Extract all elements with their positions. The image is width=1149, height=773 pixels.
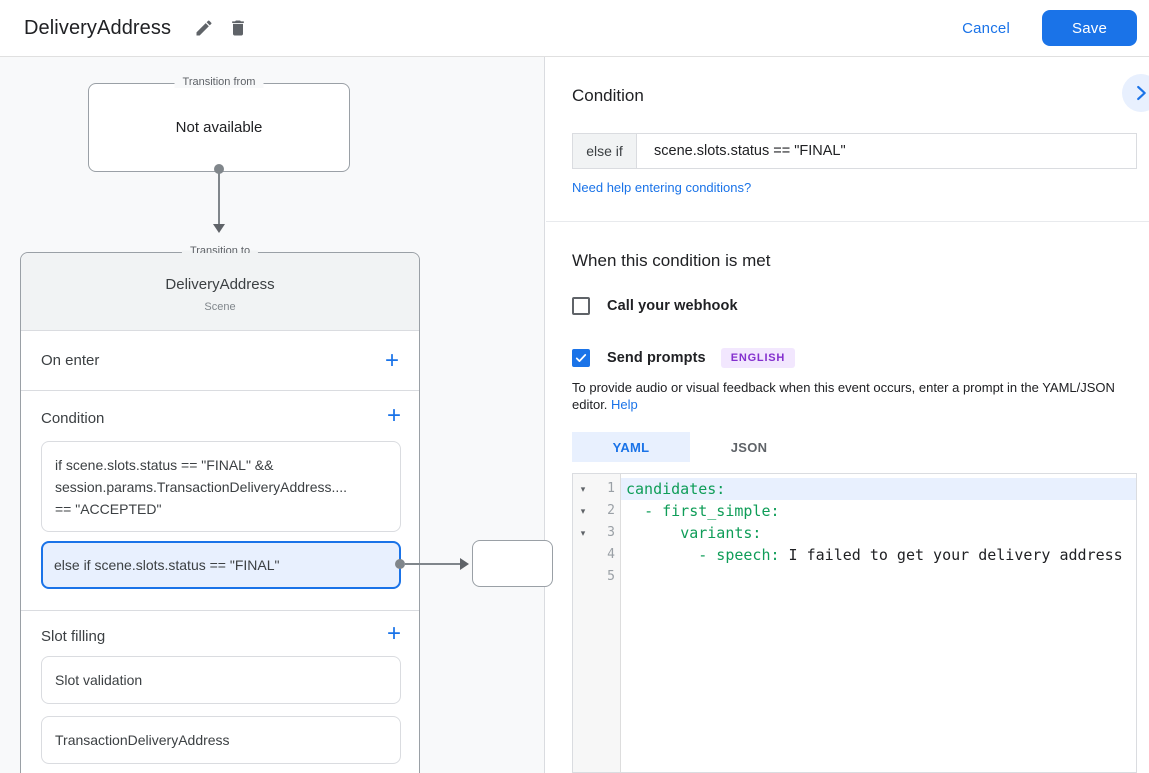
connector-line [405, 563, 461, 565]
code-editor[interactable]: 1 candidates: 2 - first_simple: 3 varian… [572, 473, 1137, 773]
fold-toggle-icon[interactable] [573, 478, 593, 500]
condition-item-selected[interactable]: else if scene.slots.status == "FINAL" [41, 541, 401, 589]
delete-scene-button[interactable] [221, 11, 255, 45]
arrow-right-icon [460, 558, 469, 570]
flow-canvas: Transition from Not available Transition… [0, 57, 545, 773]
scene-card-title: DeliveryAddress [165, 276, 275, 293]
transition-from-legend: Transition from [174, 76, 264, 88]
condition-input[interactable]: scene.slots.status == "FINAL" [654, 143, 846, 159]
code-text[interactable]: - speech: I failed to get your delivery … [621, 544, 1136, 566]
conditions-help-link[interactable]: Need help entering conditions? [572, 180, 752, 195]
fold-toggle-icon [573, 566, 593, 588]
send-prompts-checkbox[interactable] [572, 349, 590, 367]
add-slot-button[interactable]: + [383, 622, 405, 646]
header-bar: DeliveryAddress Cancel Save [0, 0, 1149, 57]
tab-yaml[interactable]: YAML [572, 432, 690, 462]
condition-inspector-panel: Condition else if scene.slots.status == … [546, 57, 1149, 773]
on-enter-row: On enter + [21, 331, 419, 391]
scene-card-subtitle: Scene [204, 301, 236, 313]
send-prompts-row: Send prompts ENGLISH [572, 348, 796, 368]
yaml-indent [626, 502, 644, 520]
section-divider [21, 610, 419, 611]
fold-toggle-icon [573, 544, 593, 566]
panel-divider [546, 221, 1149, 222]
add-on-enter-button[interactable]: + [381, 348, 403, 372]
scene-card-header: DeliveryAddress Scene [21, 253, 419, 331]
send-prompts-label: Send prompts [607, 350, 706, 366]
condition-line: if scene.slots.status == "FINAL" && [55, 457, 274, 473]
edit-scene-button[interactable] [187, 11, 221, 45]
transition-from-text: Not available [175, 119, 263, 136]
line-number: 5 [607, 569, 615, 584]
header-actions: Cancel Save [940, 10, 1137, 46]
code-line: 5 [573, 566, 1136, 588]
code-line: 4 - speech: I failed to get your deliver… [573, 544, 1136, 566]
editor-body: Transition from Not available Transition… [0, 57, 1149, 773]
yaml-indent [626, 524, 680, 542]
code-text[interactable]: candidates: [621, 478, 1136, 500]
when-met-title: When this condition is met [572, 251, 771, 270]
prompt-hint-text: To provide audio or visual feedback when… [572, 379, 1134, 413]
line-number: 4 [607, 547, 615, 562]
code-text[interactable] [621, 566, 1136, 588]
prompt-help-link[interactable]: Help [611, 397, 638, 412]
editor-tabs: YAML JSON [572, 432, 808, 462]
webhook-label: Call your webhook [607, 298, 738, 314]
code-text[interactable]: - first_simple: [621, 500, 1136, 522]
yaml-key: - first_simple: [644, 502, 780, 520]
arrow-down-icon [213, 224, 225, 233]
checkmark-icon [574, 351, 588, 365]
condition-line: else if scene.slots.status == "FINAL" [54, 557, 280, 573]
yaml-key: variants: [680, 524, 762, 542]
line-number: 3 [607, 525, 615, 540]
chevron-right-icon [1130, 82, 1149, 104]
condition-section-label: Condition [41, 410, 105, 427]
transition-target-box[interactable] [472, 540, 553, 587]
tab-json[interactable]: JSON [690, 432, 808, 462]
condition-line: == "ACCEPTED" [55, 501, 162, 517]
yaml-key: candidates: [626, 480, 726, 498]
yaml-value: I failed to get your delivery address [779, 546, 1123, 564]
connector-dot [395, 559, 405, 569]
add-condition-button[interactable]: + [383, 404, 405, 428]
code-line: 3 variants: [573, 522, 1136, 544]
condition-prefix: else if [573, 134, 637, 168]
fold-toggle-icon[interactable] [573, 522, 593, 544]
hint-text: To provide audio or visual feedback when… [572, 380, 1115, 412]
webhook-checkbox[interactable] [572, 297, 590, 315]
condition-expression-row: else if scene.slots.status == "FINAL" [572, 133, 1137, 169]
transition-from-box: Transition from Not available [88, 76, 350, 172]
code-text[interactable]: variants: [621, 522, 1136, 544]
condition-item[interactable]: if scene.slots.status == "FINAL" && sess… [41, 441, 401, 532]
fold-toggle-icon[interactable] [573, 500, 593, 522]
trash-icon [228, 18, 248, 38]
condition-line: session.params.TransactionDeliveryAddres… [55, 479, 348, 495]
language-badge: ENGLISH [720, 348, 796, 368]
code-line: 2 - first_simple: [573, 500, 1136, 522]
transition-to-card: Transition to DeliveryAddress Scene On e… [20, 245, 420, 773]
code-line: 1 candidates: [573, 478, 1136, 500]
yaml-indent [626, 546, 698, 564]
save-button[interactable]: Save [1042, 10, 1137, 46]
inspector-title: Condition [572, 86, 644, 105]
page-title: DeliveryAddress [24, 16, 172, 39]
cancel-button[interactable]: Cancel [940, 12, 1032, 45]
collapse-panel-button[interactable] [1122, 74, 1149, 112]
pencil-icon [194, 18, 214, 38]
slot-filling-section-label: Slot filling [41, 628, 106, 645]
on-enter-label: On enter [41, 352, 100, 369]
connector-dot [214, 164, 224, 174]
line-number: 2 [607, 503, 615, 518]
line-number: 1 [607, 481, 615, 496]
slot-item[interactable]: Slot validation [41, 656, 401, 704]
webhook-row: Call your webhook [572, 297, 738, 315]
slot-item[interactable]: TransactionDeliveryAddress [41, 716, 401, 764]
yaml-key: - speech: [698, 546, 780, 564]
connector-line [218, 170, 220, 226]
